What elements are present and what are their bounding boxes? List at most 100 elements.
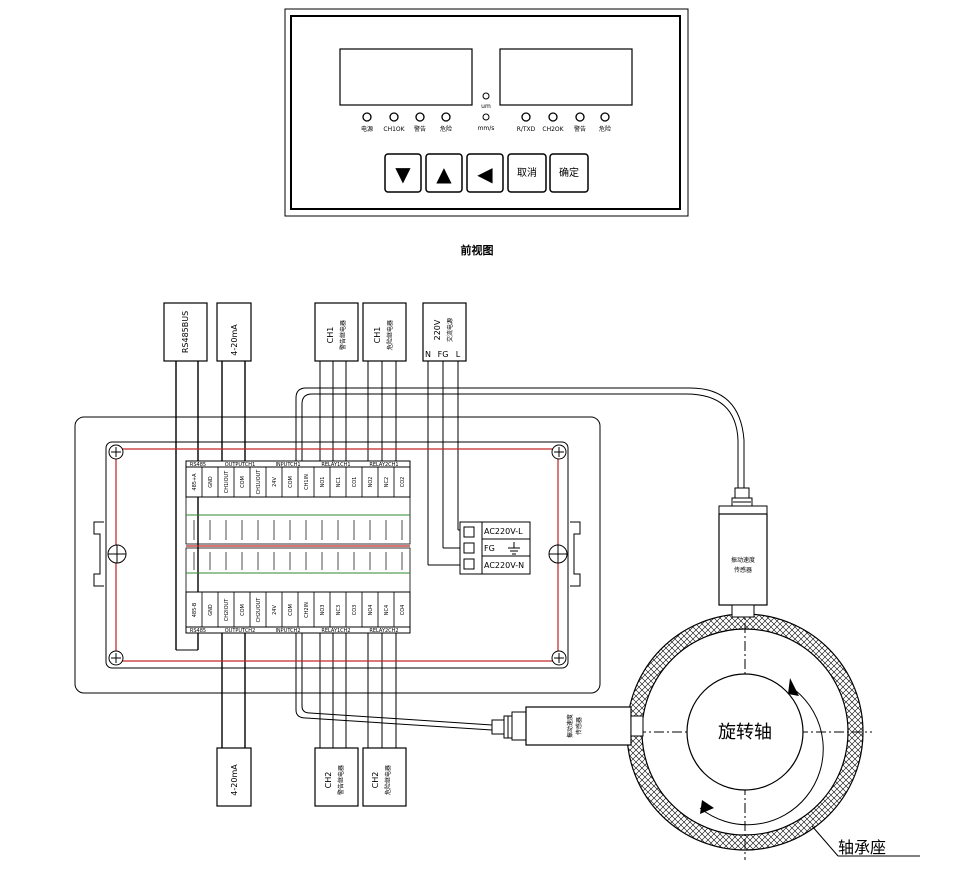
ac-pin-label: FG xyxy=(438,350,449,359)
rotating-shaft: 旋转轴 xyxy=(686,673,804,791)
relay-label: CH1 xyxy=(326,327,335,344)
shaft-label: 旋转轴 xyxy=(718,722,772,743)
confirm-label: 确定 xyxy=(559,166,579,179)
terminal-group-label: OUTPUTCH1 xyxy=(225,462,256,468)
terminal-pin-label: NC4 xyxy=(384,605,390,615)
terminal-group-label: RELAY2CH1 xyxy=(369,462,398,468)
bearing-label: 轴承座 xyxy=(838,838,886,857)
terminal-group-label: RELAY1CH2 xyxy=(321,628,350,634)
relay-ch2-danger-box: CH2 危险继电器 xyxy=(362,747,407,807)
display-right xyxy=(499,48,633,106)
left-mount-clip xyxy=(93,521,127,587)
sensor-label: 传感器 xyxy=(575,717,583,735)
terminal-pin-label: COM xyxy=(288,604,294,616)
terminal-pin-label: CH2IN xyxy=(304,602,310,618)
rs485-label: RS485BUS xyxy=(181,311,190,353)
terminal-pin-label: CO3 xyxy=(352,605,358,616)
led-indicator xyxy=(521,112,531,122)
terminal-pin-label: CO2 xyxy=(400,477,406,488)
led-label: R/TXD xyxy=(517,126,536,133)
led-indicator xyxy=(548,112,558,122)
ac-pin-label: N xyxy=(425,350,431,359)
terminal-pin-label: CH1IN xyxy=(304,474,310,490)
relay-ch1-warning-box: CH1 警告继电器 xyxy=(314,302,359,362)
ground-icon xyxy=(508,542,520,555)
led-indicator xyxy=(441,112,451,122)
terminal-group-label: RS485 xyxy=(190,462,206,468)
terminal-pin-label: GND xyxy=(208,476,214,488)
output-top-box: 4-20mA xyxy=(216,302,252,362)
led-label: CH1OK xyxy=(383,126,405,133)
wires xyxy=(175,361,745,748)
unit-label-um: um xyxy=(481,103,491,110)
vibration-sensor-horizontal: 振动速度 传感器 xyxy=(491,706,644,746)
up-arrow-icon: ▲ xyxy=(436,162,452,186)
relay-label: CH1 xyxy=(373,327,382,344)
terminal-pin-label: COM xyxy=(288,476,294,488)
led-indicator xyxy=(575,112,585,122)
led-indicator xyxy=(362,112,372,122)
terminal-block-top: RS485 OUTPUTCH1 INPUTCH1 RELAY1CH1 RELAY… xyxy=(185,460,411,498)
front-view-caption: 前视图 xyxy=(461,243,494,257)
unit-led-bottom xyxy=(482,113,490,121)
rs485-box: RS485BUS xyxy=(163,302,208,362)
terminal-pin-label: NO1 xyxy=(320,477,326,488)
terminal-group-label: OUTPUTCH2 xyxy=(225,628,256,634)
terminal-pin-label: CH1UOUT xyxy=(256,469,262,495)
vibration-sensor-vertical: 振动速度 传感器 xyxy=(718,487,768,618)
rear-enclosure xyxy=(74,416,601,694)
down-arrow-icon: ▼ xyxy=(395,162,411,186)
rotation-arrow-icon xyxy=(699,678,824,826)
ac-power-label: 交流电源 xyxy=(446,318,454,342)
unit-led-top xyxy=(482,92,490,100)
ac-terminal-label: FG xyxy=(484,544,495,553)
relay-ch1-danger-box: CH1 危险继电器 xyxy=(362,302,407,362)
terminal-pin-label: NC2 xyxy=(384,477,390,487)
cancel-label: 取消 xyxy=(517,166,537,179)
right-mount-clip xyxy=(548,521,581,587)
relay-label: 危险继电器 xyxy=(386,320,394,350)
screw-icon xyxy=(108,650,124,666)
led-row-left: 电源 CH1OK 警告 危险 xyxy=(361,112,452,133)
terminal-pin-label: COM xyxy=(240,604,246,616)
display-left xyxy=(339,48,473,106)
ac-power-box: 220V 交流电源 N FG L xyxy=(422,302,467,362)
terminal-group-label: INPUTCH2 xyxy=(275,628,300,634)
pcb-connector-strip xyxy=(185,496,411,593)
terminal-pin-label: GND xyxy=(208,604,214,616)
sensor-label: 振动速度 xyxy=(731,556,755,564)
terminal-pin-label: CH2IOUT xyxy=(224,598,230,622)
output-bottom-box: 4-20mA xyxy=(216,747,252,807)
up-button[interactable]: ▲ xyxy=(425,153,463,193)
relay-label: CH2 xyxy=(371,772,380,789)
ac-pin-label: L xyxy=(456,350,461,359)
terminal-pin-label: CH2UOUT xyxy=(256,597,262,623)
terminal-group-label: INPUTCH1 xyxy=(275,462,300,468)
terminal-pin-label: CO4 xyxy=(400,605,406,616)
relay-label: CH2 xyxy=(324,772,333,789)
sensor-label: 传感器 xyxy=(734,566,752,574)
ac-power-label: 220V xyxy=(433,319,442,340)
relay-label: 警告继电器 xyxy=(337,765,345,795)
confirm-button[interactable]: 确定 xyxy=(549,153,589,193)
screw-icon xyxy=(551,444,567,460)
cancel-button[interactable]: 取消 xyxy=(507,153,547,193)
relay-ch2-warning-box: CH2 警告继电器 xyxy=(314,747,359,807)
led-indicator xyxy=(415,112,425,122)
terminal-group-label: RELAY2CH2 xyxy=(369,628,398,634)
led-indicator xyxy=(600,112,610,122)
led-label: 危险 xyxy=(599,125,611,133)
unit-label-mms: mm/s xyxy=(478,125,495,132)
left-button[interactable]: ◀ xyxy=(466,153,504,193)
led-label: 警告 xyxy=(414,125,426,133)
led-row-right: R/TXD CH2OK 警告 危险 xyxy=(517,112,611,133)
terminal-group-label: RS485 xyxy=(190,628,206,634)
ac-terminal-label: AC220V-N xyxy=(484,561,524,570)
relay-label: 危险继电器 xyxy=(384,765,392,795)
terminal-pin-label: NO3 xyxy=(320,605,326,616)
relay-label: 警告继电器 xyxy=(339,320,347,350)
ac-terminal-block: AC220V-L FG AC220V-N xyxy=(459,521,531,575)
down-button[interactable]: ▼ xyxy=(384,153,422,193)
screw-icon xyxy=(108,444,124,460)
